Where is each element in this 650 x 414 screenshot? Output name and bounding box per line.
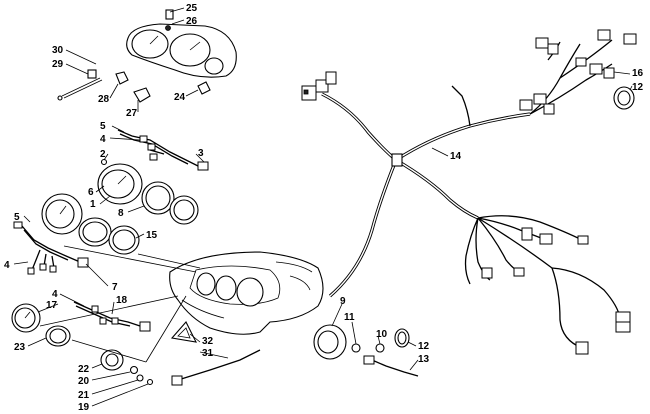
label-31: 31	[202, 348, 214, 359]
part-29-30-cable	[57, 69, 103, 101]
label-20: 20	[78, 376, 90, 387]
washer-11	[351, 343, 361, 353]
label-4c: 4	[52, 289, 58, 300]
label-23: 23	[14, 342, 26, 353]
dash-pod	[169, 251, 324, 335]
instrument-cluster-top	[126, 23, 237, 78]
nut-21	[136, 374, 144, 382]
label-12b: 12	[418, 341, 430, 352]
label-7: 7	[112, 282, 118, 293]
label-4b: 4	[4, 260, 10, 271]
label-32: 32	[202, 336, 214, 347]
label-24: 24	[174, 92, 186, 103]
callout-labels: 25 26 30 29 28 27 24 5 4 2 3 6 1 8 5 4 1…	[4, 3, 644, 413]
connector-top-left	[301, 71, 337, 101]
label-5a: 5	[100, 121, 106, 132]
label-19: 19	[78, 402, 90, 413]
label-8: 8	[118, 208, 124, 219]
label-17: 17	[46, 300, 58, 311]
part-2-screw	[100, 158, 108, 166]
label-5b: 5	[14, 212, 20, 223]
label-22: 22	[78, 364, 90, 375]
label-4a: 4	[100, 134, 106, 145]
label-1: 1	[90, 199, 96, 210]
switch-22	[100, 349, 124, 371]
part-27	[133, 87, 151, 103]
part-32-decal	[170, 321, 197, 343]
label-10: 10	[376, 329, 388, 340]
label-30: 30	[52, 45, 64, 56]
harness-18	[73, 301, 151, 332]
label-29: 29	[52, 59, 64, 70]
nut-19	[146, 378, 154, 386]
label-15: 15	[146, 230, 158, 241]
part-28	[115, 71, 129, 85]
nut-10	[375, 343, 385, 353]
main-harness-14	[321, 85, 531, 298]
label-14: 14	[450, 151, 462, 162]
label-18: 18	[116, 295, 128, 306]
label-13: 13	[418, 354, 430, 365]
gauge-harness-7	[13, 221, 89, 275]
label-27: 27	[126, 108, 138, 119]
leader-lines	[13, 7, 633, 407]
cable-13	[363, 355, 419, 377]
label-26: 26	[186, 16, 198, 27]
gauge-17	[11, 303, 41, 333]
gauge-6	[41, 193, 83, 235]
gauge-harness-3	[117, 129, 209, 171]
label-11: 11	[344, 312, 355, 323]
label-21: 21	[78, 390, 90, 401]
label-28: 28	[98, 94, 110, 105]
part-25-bulb	[165, 9, 174, 20]
label-6: 6	[88, 187, 94, 198]
label-3: 3	[198, 148, 204, 159]
part-31-cable	[171, 349, 261, 386]
gauge-1	[97, 163, 143, 205]
switch-9	[313, 324, 347, 360]
bezel-rings-8	[141, 181, 199, 225]
label-9: 9	[340, 296, 346, 307]
label-2: 2	[100, 149, 106, 160]
label-16: 16	[632, 68, 644, 79]
rings-15	[78, 217, 140, 255]
connector-group-lower	[464, 215, 631, 355]
washer-20	[129, 365, 139, 375]
part-24	[197, 81, 211, 95]
label-25: 25	[186, 3, 198, 14]
connector-group-16	[519, 29, 637, 115]
label-12a: 12	[632, 82, 644, 93]
